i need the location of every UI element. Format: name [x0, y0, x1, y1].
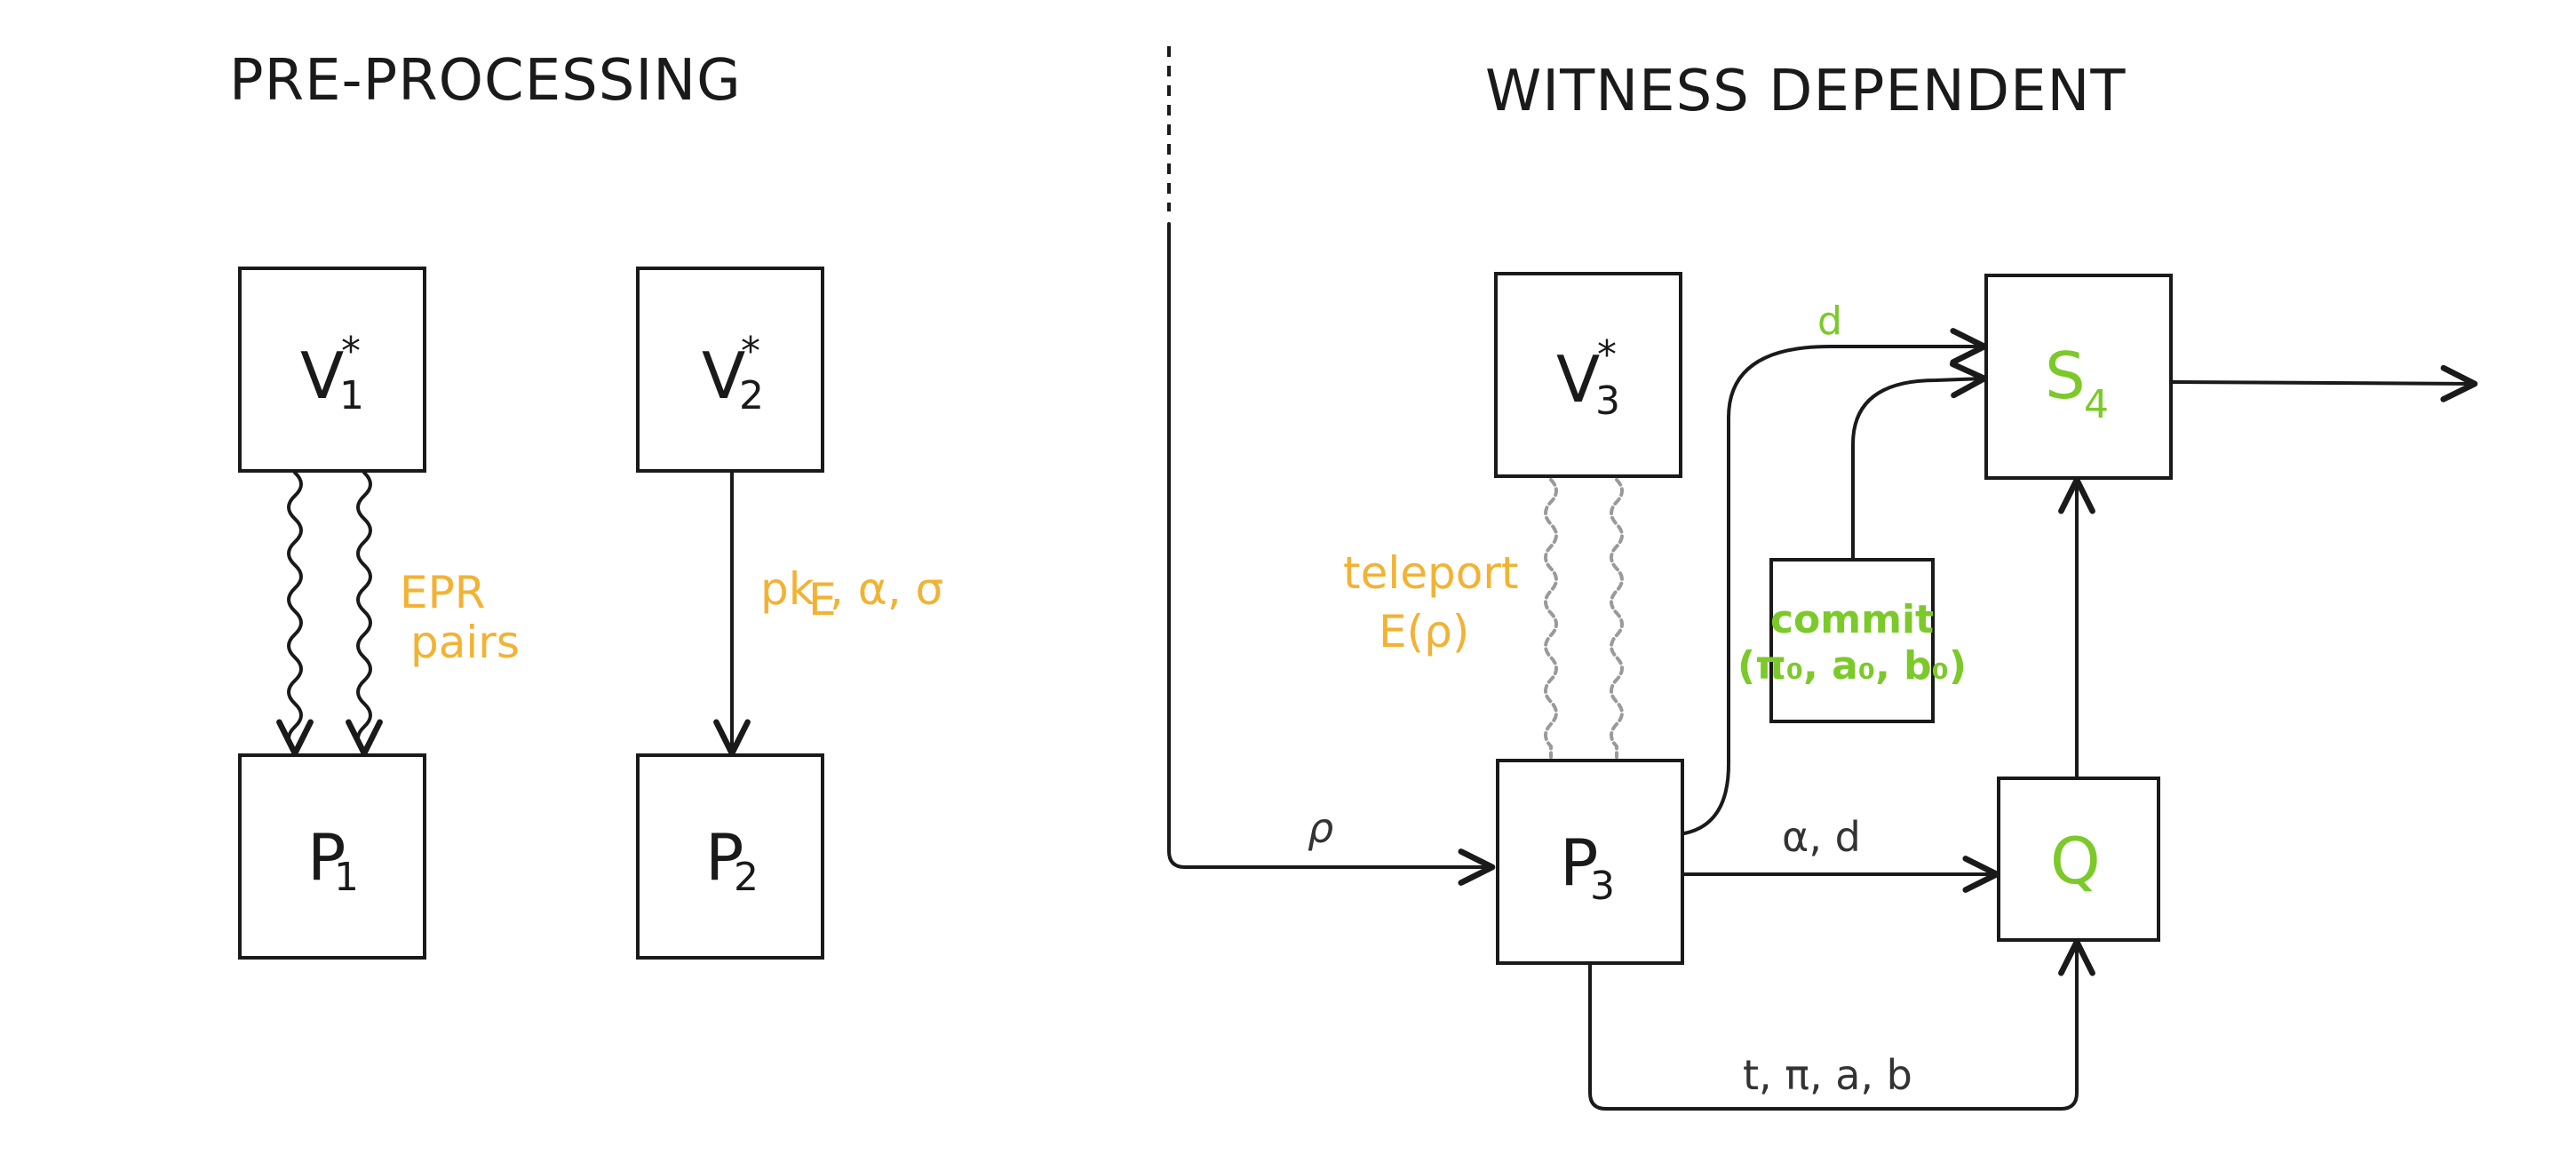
s4-output-wire [2171, 364, 2478, 402]
node-s4: S 4 [1984, 274, 2173, 480]
teleport-label-line1: teleport [1343, 547, 1519, 599]
commit-label-line2: (π₀, a₀, b₀) [1737, 643, 1967, 689]
pk-label-sub: E [808, 574, 837, 625]
commit-label-line1: commit [1770, 597, 1934, 642]
node-s4-base: S [2045, 339, 2086, 413]
node-p3-base: P [1560, 825, 1598, 900]
p3-to-q-bottom-wire [1588, 938, 2095, 1111]
node-p1: P 1 [238, 753, 426, 960]
commit-to-s4-wire [1851, 361, 1988, 560]
node-p2-base: P [705, 820, 743, 895]
node-v3-sup: * [1597, 332, 1617, 378]
p3-to-s4-d-wire [1682, 328, 1988, 835]
teleport-label-line2: E(ρ) [1379, 606, 1469, 657]
teleport-wire-right [1610, 478, 1624, 759]
epr-label-line1: EPR [400, 567, 485, 618]
rho-input-label: ρ [1308, 804, 1333, 852]
node-v2: V * 2 [636, 267, 824, 473]
node-q: Q [1997, 777, 2160, 942]
teleport-wire-left [1544, 478, 1558, 759]
pk-label-rest: , α, σ [830, 563, 943, 615]
epr-wire-left [276, 471, 314, 757]
node-v3-base: V [1556, 342, 1600, 417]
node-commit: commit (π₀, a₀, b₀) [1737, 558, 1967, 723]
node-p2: P 2 [636, 753, 824, 960]
node-v2-base: V [702, 339, 745, 413]
node-v2-sub: 2 [739, 373, 764, 418]
t-pi-a-b-label: t, π, a, b [1743, 1051, 1912, 1099]
node-v1: V * 1 [238, 267, 426, 473]
node-p1-sub: 1 [334, 855, 359, 900]
pk-label-main: pk [760, 563, 815, 615]
node-p3: P 3 [1496, 759, 1684, 965]
node-v2-sup: * [741, 329, 760, 374]
node-s4-sub: 4 [2084, 382, 2109, 427]
node-v1-sup: * [341, 329, 361, 374]
d-top-label: d [1817, 299, 1842, 344]
node-v3: V * 3 [1494, 272, 1682, 478]
node-v3-sub: 3 [1595, 378, 1620, 424]
node-p3-sub: 3 [1590, 864, 1615, 909]
witness-dependent-title: WITNESS DEPENDENT [1485, 59, 2126, 124]
epr-label-line2: pairs [410, 617, 520, 668]
node-p2-sub: 2 [734, 855, 759, 900]
rho-input-wire [1167, 222, 1496, 886]
node-p1-base: P [307, 820, 346, 895]
epr-wire-right [346, 471, 383, 757]
node-q-base: Q [2050, 824, 2101, 898]
pk-alpha-sigma-label: pk E , α, σ [760, 563, 943, 625]
preprocessing-title: PRE-PROCESSING [229, 48, 742, 114]
node-v1-sub: 1 [339, 373, 364, 418]
alpha-d-label: α, d [1782, 813, 1861, 861]
node-v1-base: V [300, 339, 344, 413]
